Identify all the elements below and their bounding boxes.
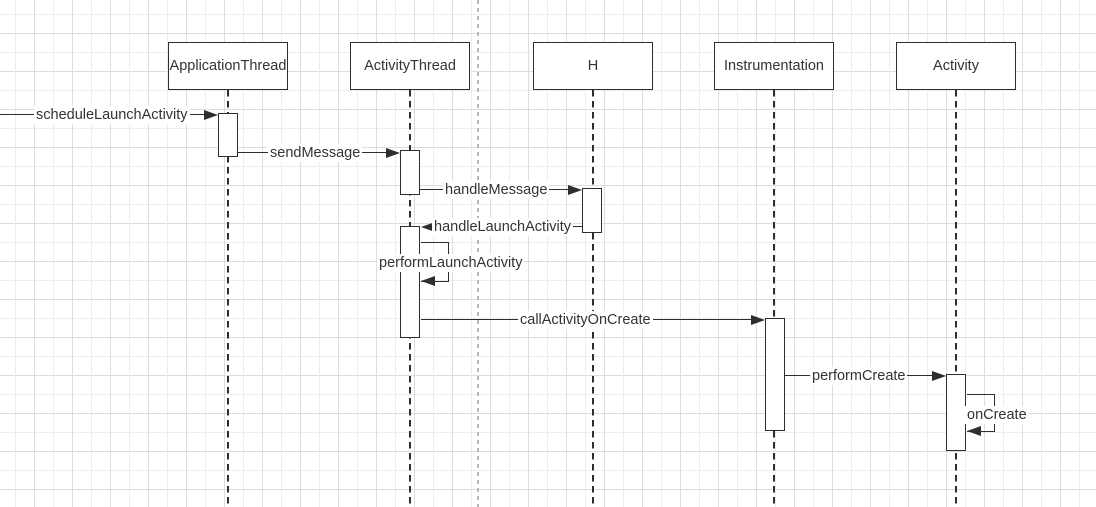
arrowhead-handlemessage <box>568 185 582 195</box>
arrowhead-schedulelaunchactivity <box>204 110 218 120</box>
message-label-callactivityoncreate[interactable]: callActivityOnCreate <box>518 311 653 329</box>
actor-instrumentation[interactable]: Instrumentation <box>714 42 834 90</box>
activation-instrumentation[interactable] <box>765 318 785 431</box>
message-label-handlemessage[interactable]: handleMessage <box>443 181 550 199</box>
activation-activitythread-2[interactable] <box>400 226 420 338</box>
actor-applicationthread[interactable]: ApplicationThread <box>168 42 288 90</box>
message-label-sendmessage[interactable]: sendMessage <box>268 144 363 162</box>
activation-applicationthread[interactable] <box>218 113 238 157</box>
message-label-schedulelaunchactivity[interactable]: scheduleLaunchActivity <box>34 106 190 124</box>
lifeline-applicationthread <box>227 90 229 507</box>
arrowhead-performlaunchactivity <box>421 276 435 286</box>
activation-h[interactable] <box>582 188 602 233</box>
arrowhead-sendmessage <box>386 148 400 158</box>
message-label-performlaunchactivity[interactable]: performLaunchActivity <box>377 254 525 272</box>
activation-activitythread-1[interactable] <box>400 150 420 195</box>
message-label-handlelaunchactivity[interactable]: handleLaunchActivity <box>432 218 574 236</box>
arrowhead-oncreate <box>967 426 981 436</box>
activation-activity[interactable] <box>946 374 966 451</box>
actor-label-activity: Activity <box>933 58 979 74</box>
actor-label-applicationthread: ApplicationThread <box>169 58 287 74</box>
page-break-line <box>477 0 479 507</box>
lifeline-instrumentation <box>773 90 775 507</box>
actor-label-h: H <box>587 58 599 74</box>
message-label-performcreate[interactable]: performCreate <box>810 367 908 385</box>
actor-activity[interactable]: Activity <box>896 42 1016 90</box>
lifeline-activity <box>955 90 957 507</box>
actor-label-activitythread: ActivityThread <box>364 58 456 74</box>
actor-activitythread[interactable]: ActivityThread <box>350 42 470 90</box>
actor-h[interactable]: H <box>533 42 653 90</box>
lifeline-h <box>592 90 594 507</box>
arrowhead-performcreate <box>932 371 946 381</box>
message-label-oncreate[interactable]: onCreate <box>965 406 1029 424</box>
arrowhead-callactivityoncreate <box>751 315 765 325</box>
actor-label-instrumentation: Instrumentation <box>724 58 824 74</box>
arrowhead-handlelaunchactivity <box>421 222 435 232</box>
